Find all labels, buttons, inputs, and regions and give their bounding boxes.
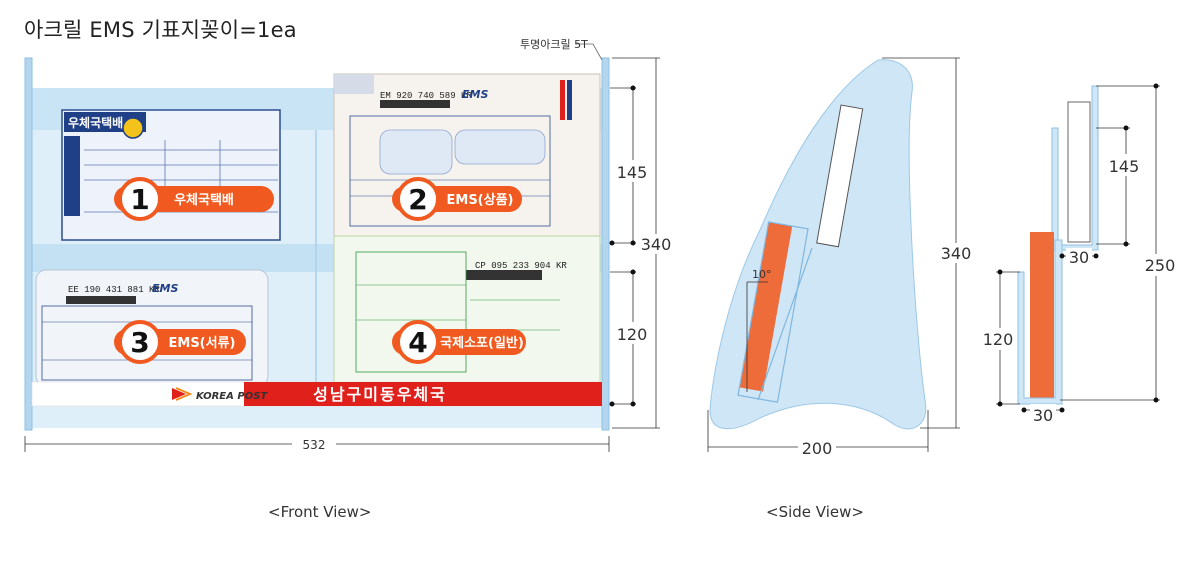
detail-dim-dots [997,83,1159,413]
form-2-tracking: EM 920 740 589 KR [380,91,472,101]
side-lower-slot [739,221,793,392]
side-height-dim: 340 [941,244,972,263]
slot-badge-4: 4 국제소포(일반) [392,320,526,364]
form-4-intl-parcel: CP 095 233 904 KR [333,235,601,387]
form-4-tracking: CP 095 233 904 KR [475,261,567,271]
korea-post-logo-icon [172,387,193,401]
front-view: 우체국택배 EM 920 740 589 KR EMS [24,38,675,452]
korea-post-logo-text: KOREA POST [196,391,268,402]
form-2-brand: EMS [462,88,488,101]
form-3-tracking: EE 190 431 881 KR [68,285,160,295]
detail-total-dim: 250 [1145,256,1176,275]
slot-number-4: 4 [408,326,427,359]
side-back-line [757,247,813,401]
form-3-brand: EMS [152,282,178,295]
form-1-header: 우체국택배 [68,115,123,130]
post-office-name: 성남구미동우체국 [313,385,447,404]
post-office-banner: KOREA POST 성남구미동우체국 [31,381,603,407]
front-lower-dim: 120 [617,325,648,344]
slot-caption-4: 국제소포(일반) [440,335,524,351]
front-upper-dim: 145 [617,163,648,182]
form-1-parcel: 우체국택배 [61,109,281,241]
slot-caption-3: EMS(서류) [169,336,236,351]
detail-bottom-gap-dim: 30 [1033,406,1053,425]
slot-number-2: 2 [408,183,427,216]
slot-badge-2: 2 EMS(상품) [392,177,522,221]
slot-caption-2: EMS(상품) [447,193,514,208]
detail-upper-card [1067,101,1091,243]
form-2-ems-goods: EM 920 740 589 KR EMS [333,73,601,241]
side-view: 10° 340 200 [707,57,976,458]
front-dim-dots [609,85,636,407]
slot-caption-1: 우체국택배 [174,192,234,208]
detail-lower-dim: 120 [983,330,1014,349]
slot-number-1: 1 [130,183,149,216]
detail-top-gap-dim: 30 [1069,248,1089,267]
front-view-label: <Front View> [268,503,372,521]
side-upper-slot [816,104,864,248]
page-title: 아크릴 EMS 기표지꽂이=1ea [24,18,297,42]
detail-lower-card [1030,232,1054,402]
front-height-dim: 340 [641,235,672,254]
side-view-label: <Side View> [766,503,864,521]
left-side-post [24,57,33,431]
slot-badge-3: 3 EMS(서류) [114,320,246,364]
detail-upper-dim: 145 [1109,157,1140,176]
right-side-post [601,57,610,431]
detail-view: 145 250 120 30 30 [980,83,1178,425]
material-note: 투명아크릴 5T [520,38,588,51]
slot-number-3: 3 [130,326,149,359]
slot-badge-1: 1 우체국택배 [114,177,274,221]
side-base-dim: 200 [802,439,833,458]
material-leader-line [575,43,603,61]
front-width-dim: 532 [303,438,326,452]
side-angle-dim: 10° [752,268,772,281]
